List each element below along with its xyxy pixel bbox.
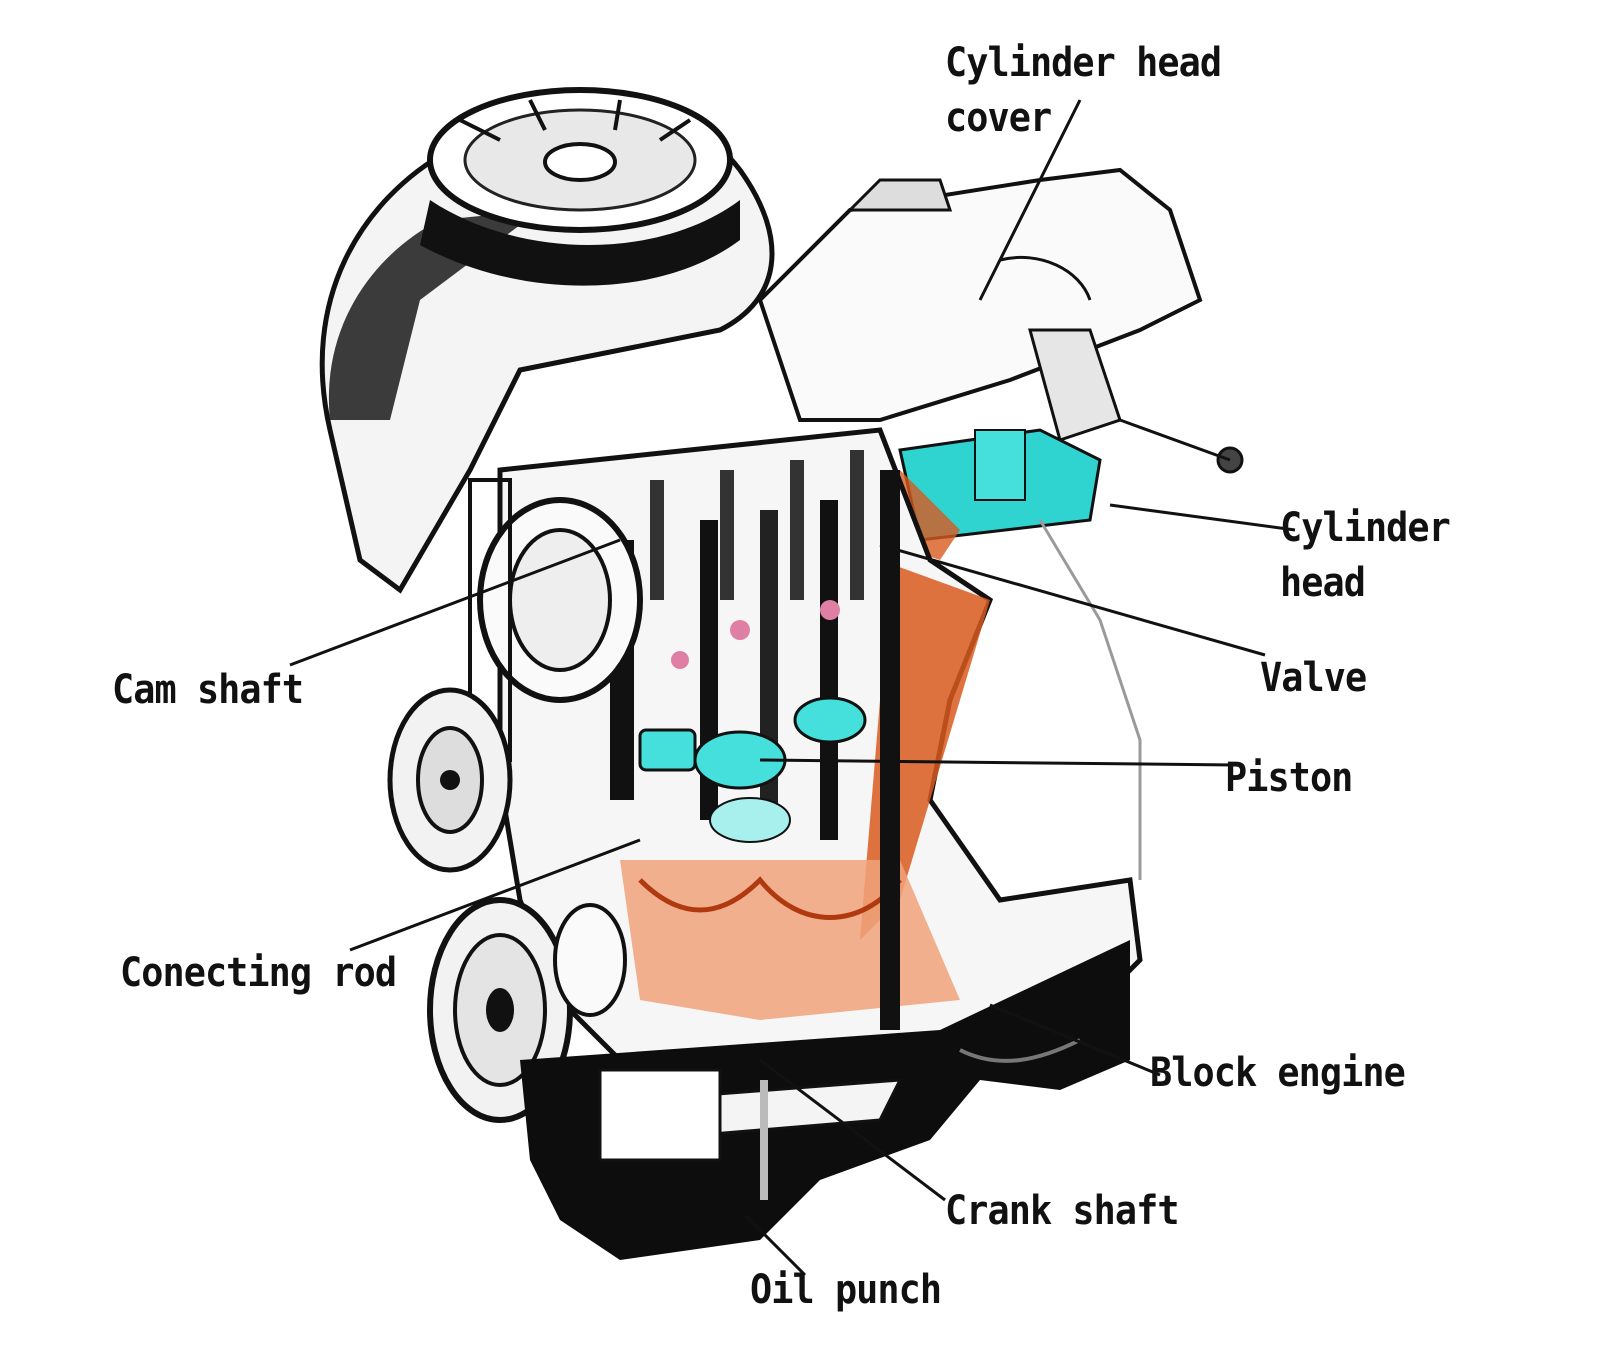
leader-line-cam-shaft [289, 538, 621, 667]
oil-pan [520, 940, 1130, 1260]
label-cylinder-head-line2: head [1280, 560, 1366, 606]
label-cam-shaft: Cam shaft [112, 667, 304, 713]
leader-line-valve [879, 543, 1266, 657]
leader-line-cylinder-head [1109, 503, 1296, 532]
timing-belt-cover [319, 87, 775, 594]
leader-line-cylinder-head-cover [978, 99, 1082, 301]
leader-line-oil-punch [743, 1213, 807, 1277]
leader-line-piston [759, 758, 1236, 767]
label-cylinder-head-cover-line1: Cylinder head [945, 40, 1222, 86]
engine-block [497, 427, 1143, 1083]
label-oil-punch: Oil punch [750, 1267, 942, 1313]
leader-line-crank-shaft [759, 1058, 946, 1202]
leader-line-block-engine [989, 1003, 1161, 1077]
label-block-engine: Block engine [1150, 1050, 1406, 1096]
cylinder-head-cover [757, 167, 1244, 474]
label-piston: Piston [1225, 755, 1353, 801]
leader-lines [289, 99, 1296, 1277]
label-conecting-rod: Conecting rod [120, 950, 397, 996]
label-valve: Valve [1260, 655, 1367, 701]
block-outline-right [1038, 519, 1142, 880]
camshaft-pulley [468, 478, 643, 762]
label-cylinder-head-cover-line2: cover [945, 95, 1052, 141]
alternator-pulley [387, 687, 513, 873]
label-crank-shaft: Crank shaft [945, 1188, 1180, 1234]
leader-line-conecting-rod [349, 838, 641, 952]
label-cylinder-head-line1: Cylinder [1280, 505, 1451, 551]
